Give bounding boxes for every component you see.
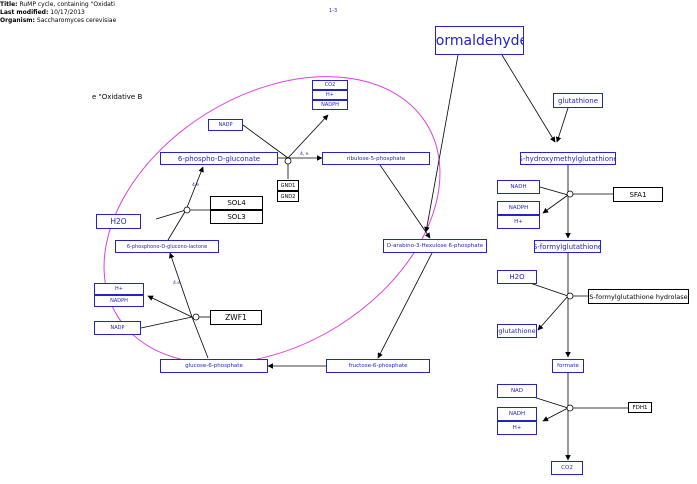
anchor-fdh1 (566, 404, 574, 412)
gene-gnd2[interactable]: GND2 (277, 191, 299, 202)
metabolite-h-left[interactable]: H+ (94, 283, 144, 295)
metabolite-co2-bottom[interactable]: CO2 (551, 461, 583, 475)
metabolite-d-arabino-3-hexulose-6-phosphate[interactable]: D-arabino-3-Hexulose 6-phosphate (383, 239, 487, 253)
title-line: Title: RuMP cycle, containing "Oxidati (0, 1, 115, 8)
metabolite-nadh-1[interactable]: NADH (497, 180, 540, 194)
anchor-zwf1 (192, 313, 200, 321)
edge-ribulose-arabino (379, 164, 431, 239)
metabolite-co2-top[interactable]: CO2 (312, 80, 348, 90)
metabolite-ribulose-5-phosphate[interactable]: ribulose-5-phosphate (322, 152, 430, 165)
modified-value: 10/17/2013 (50, 9, 85, 16)
edge-glutathione-hmg (555, 107, 569, 143)
gene-gnd1[interactable]: GND1 (277, 180, 299, 191)
gene-fdh1[interactable]: FDH1 (628, 402, 652, 413)
metabolite-formaldehyde[interactable]: formaldehyde (435, 26, 524, 55)
page-number: 1-3 (329, 8, 338, 14)
edge-anchor-nadph (147, 295, 193, 318)
metabolite-fructose-6-phosphate[interactable]: fructose-6-phosphate (326, 359, 430, 373)
organism-label: Organism: (0, 17, 35, 24)
gene-s-formylglutathione-hydrolase[interactable]: S-formylglutathione hydrolase (588, 289, 689, 304)
metabolite-nadph-1[interactable]: NADPH (497, 201, 540, 215)
metabolite-nadp-left[interactable]: NADP (94, 321, 141, 335)
edge-h2o-sol-anchor (155, 209, 187, 220)
metabolite-nadp-top[interactable]: NADP (208, 119, 243, 131)
reaction-label-gnd: 4, e (300, 152, 309, 157)
gene-sfa1[interactable]: SFA1 (613, 187, 663, 202)
edge-arabino-f6p (377, 252, 433, 359)
metabolite-s-hydroxymethylglutathione[interactable]: S-hydroxymethylglutathione (520, 152, 616, 165)
metabolite-h-2[interactable]: H+ (497, 421, 537, 435)
edge-g6p-anchor (191, 316, 209, 359)
edge-nadp-anchor (140, 316, 193, 329)
title-label: Title: (0, 1, 18, 8)
edge-nadh1-anchor (539, 186, 569, 196)
anchor-sfa1 (566, 190, 574, 198)
organism-line: Organism: Saccharomyces cerevisiae (0, 17, 116, 24)
gene-sol3[interactable]: SOL3 (210, 210, 263, 224)
anchor-sol (183, 206, 191, 214)
metabolite-h-1[interactable]: H+ (497, 215, 540, 229)
edge-anchor-co2top (287, 114, 329, 159)
edge-anchor-lactone (168, 252, 193, 318)
metabolite-glucose-6-phosphate[interactable]: glucose-6-phosphate (160, 359, 268, 373)
edge-formaldehyde-arabino (424, 54, 459, 233)
metabolite-nadh-2[interactable]: NADH (497, 407, 537, 421)
metabolite-s-formylglutathione[interactable]: S-formylglutathione (534, 240, 601, 253)
group-label-fragment: e "Oxidative B (92, 93, 143, 101)
metabolite-nadph-left[interactable]: NADPH (94, 295, 144, 307)
metabolite-6-phospho-d-gluconate[interactable]: 6-phospho-D-gluconate (160, 152, 278, 165)
edge-h2o-anchor (526, 281, 569, 297)
metabolite-nadph-top[interactable]: NADPH (312, 100, 348, 110)
metabolite-nad[interactable]: NAD (497, 384, 537, 398)
edge-anchor-glutathione (537, 295, 569, 331)
anchor-hydrolase (566, 292, 574, 300)
group-outline (103, 76, 441, 364)
reaction-label-zwf: 4.e (173, 281, 181, 286)
edge-lactone-anchor (167, 209, 187, 241)
metabolite-glutathione-bottom[interactable]: glutathione (497, 324, 537, 338)
metabolite-h2o-right[interactable]: H2O (497, 270, 537, 284)
metabolite-h2o-left[interactable]: H2O (96, 214, 141, 229)
title-value: RuMP cycle, containing "Oxidati (19, 1, 115, 8)
edge-anchor-h1 (542, 194, 569, 214)
edge-anchor-nadh2 (542, 407, 569, 422)
reaction-label-sol: 4.e (192, 183, 200, 188)
metabolite-6-phosphono-d-glucono-lactone[interactable]: 6-phosphono-D-glucono-lactone (115, 240, 219, 253)
gene-zwf1[interactable]: ZWF1 (210, 310, 262, 325)
organism-value: Saccharomyces cerevisiae (36, 17, 117, 24)
metabolite-h-top[interactable]: H+ (312, 90, 348, 100)
edge-nadp-gnd-anchor (242, 124, 289, 159)
modified-label: Last modified: (0, 9, 49, 16)
gene-sol4[interactable]: SOL4 (210, 196, 263, 210)
anchor-gnd (284, 157, 292, 165)
metabolite-glutathione-top[interactable]: glutathione (553, 93, 603, 108)
metabolite-formate[interactable]: formate (552, 359, 584, 373)
modified-line: Last modified: 10/17/2013 (0, 9, 85, 16)
edge-anchor-phosphogluconate (185, 166, 204, 211)
edge-formaldehyde-hmg (501, 54, 556, 143)
